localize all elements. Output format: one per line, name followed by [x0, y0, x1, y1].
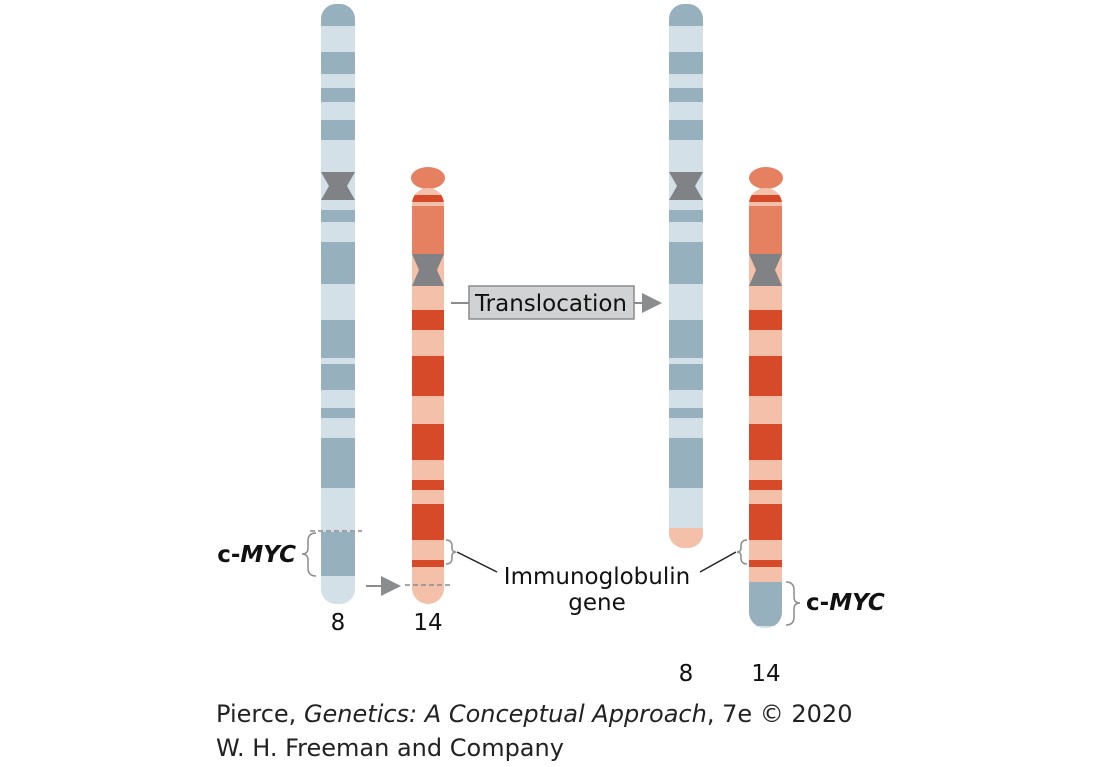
- cmyc-bracket-right: [785, 581, 801, 626]
- centromere-8-original: [321, 172, 355, 200]
- chromosome-14-original: [412, 188, 444, 604]
- chromosome-8-derivative: [669, 4, 703, 548]
- translocation-label: Translocation: [474, 291, 627, 317]
- centromere-8-derivative: [669, 172, 703, 200]
- chromosome-8-original-label: 8: [331, 610, 346, 636]
- cmyc-bracket-left: [301, 532, 317, 577]
- centromere-14-original: [412, 254, 444, 286]
- chromosome-14-derivative-label: 14: [751, 661, 780, 687]
- immunoglobulin-leader-left: [456, 551, 498, 573]
- immunoglobulin-label-line1: Immunoglobulin: [504, 564, 690, 590]
- translocation-label-box: [468, 285, 635, 320]
- satellite-14-derivative: [749, 167, 783, 189]
- immunoglobulin-leader-right: [699, 551, 737, 573]
- chromosome-8-original: [321, 4, 355, 604]
- immunoglobulin-label-line2: gene: [568, 590, 625, 616]
- immunoglobulin-bracket-right: [736, 539, 748, 565]
- satellite-14-original: [411, 167, 445, 189]
- centromere-14-derivative: [749, 254, 782, 286]
- immunoglobulin-bracket-left: [445, 539, 457, 565]
- credit-line: Pierce, Genetics: A Conceptual Approach,…: [216, 697, 852, 765]
- cmyc-label-left: c-MYC: [217, 542, 296, 568]
- chromosome-8-derivative-label: 8: [679, 661, 694, 687]
- cmyc-label-right: c-MYC: [806, 590, 885, 616]
- citation: Pierce, Genetics: A Conceptual Approach,…: [216, 700, 853, 728]
- publisher: W. H. Freeman and Company: [216, 734, 564, 762]
- chromosome-14-original-label: 14: [413, 610, 442, 636]
